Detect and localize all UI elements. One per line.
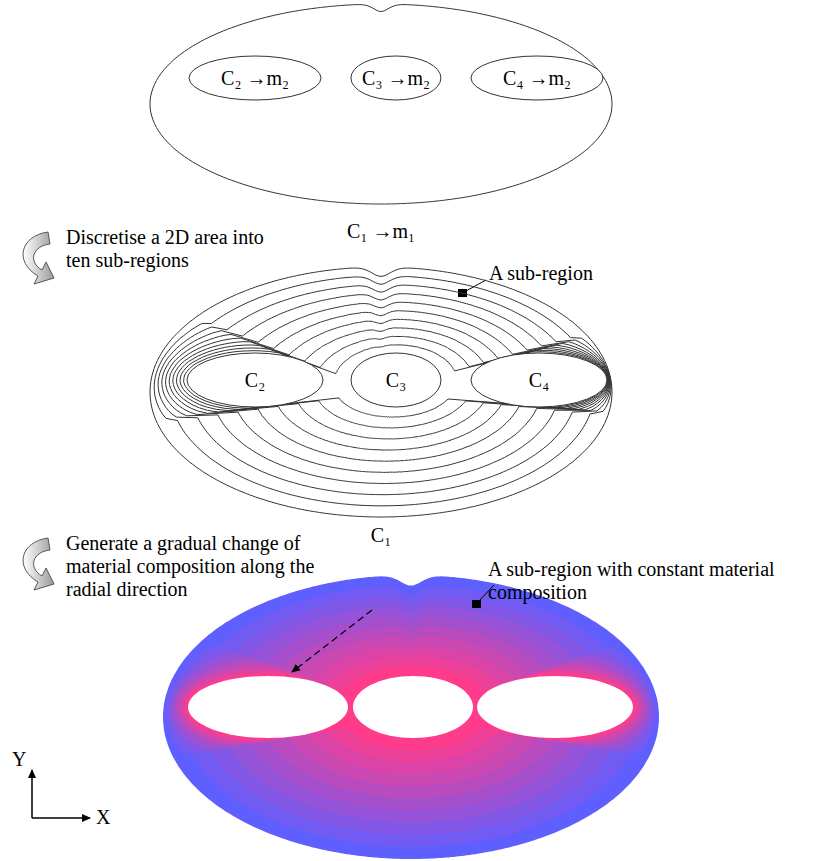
axis-label: Y [12,748,26,771]
inclusion-ellipse: C₄ →m₂ [471,56,603,100]
material-band [181,646,640,774]
contour-line [173,319,609,450]
callout-label: A sub-region with constant material comp… [488,558,834,604]
inclusion-ellipse: C₂ [187,353,323,407]
hole [188,676,348,738]
region-label: C₄ [529,369,549,392]
material-band [166,586,656,847]
inclusion-outline [351,56,441,100]
inclusion-ellipse: C₄ [471,353,607,407]
contour-line [150,5,612,204]
material-band [174,616,649,810]
region-label: C₃ [386,369,406,392]
process-arrow [23,538,54,590]
contour-line [162,294,610,484]
material-band [179,636,643,786]
inclusion-ellipse: C₃ →m₂ [350,56,442,100]
material-band [176,626,646,798]
inclusion-outline [471,56,603,100]
material-band [184,656,638,762]
inclusion-outline [351,353,441,407]
contour-line [154,277,611,506]
axis-label: X [96,806,110,829]
inclusion-outline [189,56,321,100]
material-band [186,666,635,750]
step-note: Discretise a 2D area into ten sub-region… [66,226,291,272]
region-label: C₃ →m₂ [362,67,430,90]
inclusion-ellipse: C₂ →m₂ [189,56,321,100]
material-band [171,606,651,822]
process-arrow [23,232,54,284]
hole [353,676,473,738]
region-label: C₄ →m₂ [503,67,571,90]
region-outline: C₁ C₂ C₃ C₄ [148,262,616,552]
inclusion-outline [471,353,607,407]
region-label: C₁ →m₁ [347,220,415,243]
contour-line [176,328,608,439]
contour-line [180,336,608,428]
contour-line [184,345,607,418]
contour-line [150,268,612,517]
contour-line [158,285,610,495]
material-band [169,596,654,835]
hole [477,676,633,738]
dashed-pointer [292,610,372,672]
sub-region-marker [472,600,481,608]
region-outline: C₁ →m₁ C₂ →m₂ C₃ →m₂ C₄ →m₂ [148,0,616,250]
material-band [163,576,659,859]
contour-line [166,302,610,472]
step-note: Generate a gradual change of material co… [66,532,358,601]
graded-region [163,576,659,859]
x-axis [32,817,90,819]
shape-outline [148,0,616,250]
region-label: C₁ [371,524,391,547]
contour-line [169,311,609,462]
y-axis [31,770,33,818]
region-label: C₂ [245,369,265,392]
inclusion-outline [187,353,323,407]
inclusion-ellipse: C₃ [351,353,441,407]
region-label: C₂ →m₂ [221,67,289,90]
callout-label: A sub-region [489,262,593,285]
